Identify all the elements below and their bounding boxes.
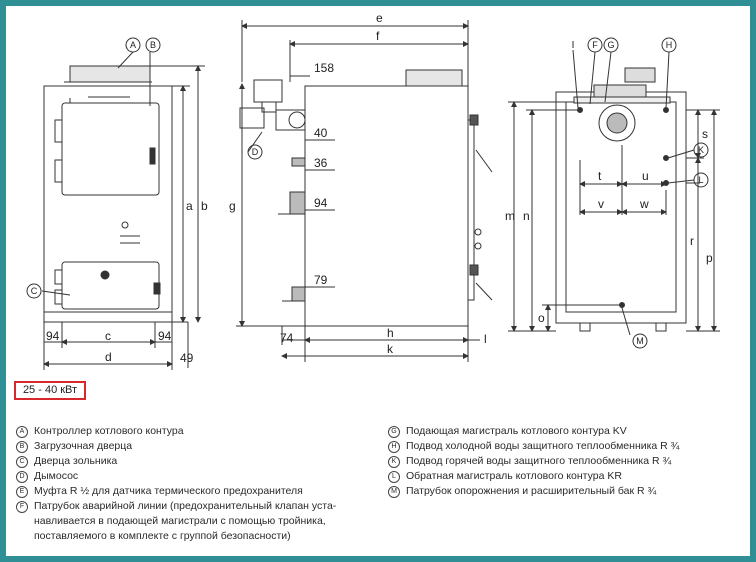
dim-40: 40: [314, 126, 328, 140]
callout-a-label: A: [130, 40, 136, 50]
legend-badge: E: [16, 486, 28, 498]
dim-p: p: [706, 251, 713, 265]
callout-k-label: K: [698, 145, 704, 155]
legend-badge: G: [388, 426, 400, 438]
rear-view: [508, 49, 720, 336]
legend-text: Патрубок аварийной линии (предохранитель…: [34, 500, 337, 512]
dim-79: 79: [314, 273, 328, 287]
side-view: [236, 20, 493, 362]
dim-w: w: [639, 197, 649, 211]
dim-t: t: [598, 169, 602, 183]
legend-item-g: G Подающая магистраль котлового контура K…: [388, 424, 679, 439]
legend-text: Патрубок опорожнения и расширительный ба…: [406, 485, 657, 497]
callout-f-label: F: [592, 40, 598, 50]
dim-c: c: [105, 329, 111, 343]
legend-text: Обратная магистраль котлового контура KR: [406, 470, 622, 482]
dim-s: s: [702, 127, 708, 141]
callout-l-label: L: [698, 175, 703, 185]
callout-m: [632, 333, 648, 349]
callout-m-label: M: [636, 336, 644, 346]
dim-a: a: [186, 199, 193, 213]
dim-o: o: [538, 311, 545, 325]
dim-94: 94: [314, 196, 328, 210]
legend-badge: L: [388, 471, 400, 483]
dim-u: u: [642, 169, 649, 183]
legend-badge: H: [388, 441, 400, 453]
dim-l: l: [484, 332, 487, 346]
legend-item-f: F Патрубок аварийной линии (предохранител…: [16, 499, 336, 514]
callout-b-label: B: [150, 40, 156, 50]
legend-text: Дымосос: [34, 470, 79, 482]
legend-text: Подвод горячей воды защитного теплообмен…: [406, 455, 672, 467]
callout-c-label: C: [31, 286, 38, 296]
callout-d-label: D: [252, 147, 259, 157]
callout-i-label: I: [572, 40, 575, 51]
dim-m: m: [505, 209, 515, 223]
callout-a: [125, 37, 141, 53]
legend-item-f-cont-2: поставляемого в комплекте с группой безо…: [34, 530, 291, 542]
dim-74: 74: [280, 331, 294, 345]
dim-n: n: [523, 209, 530, 223]
dim-h: h: [387, 326, 394, 340]
boiler-body-front: [43, 85, 173, 323]
legend-text: Подвод холодной воды защитного теплообме…: [406, 440, 680, 452]
callout-l: [693, 172, 709, 188]
legend-right: G Подающая магистраль котлового контура K…: [388, 424, 679, 499]
dim-e: e: [376, 11, 383, 25]
callout-d: [247, 144, 263, 160]
controller-box: [69, 65, 151, 83]
legend-badge: F: [16, 501, 28, 513]
legend-item-l: L Обратная магистраль котлового контура K…: [388, 469, 679, 484]
legend-item-b: B Загрузочная дверца: [16, 439, 336, 454]
callout-f: [587, 37, 603, 53]
dim-94-right: 94: [158, 329, 172, 343]
callout-b: [145, 37, 161, 53]
callout-g-label: G: [607, 40, 614, 50]
legend-text: Контроллер котлового контура: [34, 425, 184, 437]
legend-badge: A: [16, 426, 28, 438]
callout-h: [661, 37, 677, 53]
dim-r: r: [690, 234, 694, 248]
dim-g: g: [229, 199, 236, 213]
dim-158: 158: [314, 61, 334, 75]
legend-text: Дверца зольника: [34, 455, 118, 467]
legend-text: Муфта R ½ для датчика термического предо…: [34, 485, 303, 497]
boiler-body-side: [304, 85, 469, 327]
dim-k: k: [387, 342, 394, 356]
fan-housing: [598, 104, 636, 142]
legend-text: Подающая магистраль котлового контура KV: [406, 425, 627, 437]
flue-fan: [253, 79, 283, 103]
legend-item-k: K Подвод горячей воды защитного теплообме…: [388, 454, 679, 469]
legend-badge: B: [16, 441, 28, 453]
callout-h-label: H: [666, 40, 673, 50]
callout-g: [603, 37, 619, 53]
loading-door: [61, 102, 160, 196]
dim-v: v: [598, 197, 604, 211]
dim-36: 36: [314, 156, 328, 170]
dim-d: d: [105, 350, 112, 364]
legend-item-c: C Дверца зольника: [16, 454, 336, 469]
power-range-box: 25 - 40 кВт: [14, 381, 86, 400]
legend-badge: D: [16, 471, 28, 483]
legend-item-m: M Патрубок опорожнения и расширительный б…: [388, 484, 679, 499]
dim-f: f: [376, 29, 380, 43]
legend-badge: M: [388, 486, 400, 498]
dim-49: 49: [180, 351, 194, 365]
legend-left: A Контроллер котлового контура B Загрузочн…: [16, 424, 336, 544]
legend-item-d: D Дымосос: [16, 469, 336, 484]
dim-b: b: [201, 199, 208, 213]
legend-text: Загрузочная дверца: [34, 440, 133, 452]
legend-item-f-cont-1: навливается в подающей магистрали с помо…: [34, 515, 326, 527]
callout-k: [693, 142, 709, 158]
legend-item-h: H Подвод холодной воды защитного теплообм…: [388, 439, 679, 454]
legend-badge: C: [16, 456, 28, 468]
dim-94-left: 94: [46, 329, 60, 343]
ash-door: [61, 261, 160, 310]
legend-item-e: E Муфта R ½ для датчика термического пред…: [16, 484, 336, 499]
legend-badge: K: [388, 456, 400, 468]
legend-item-a: A Контроллер котлового контура: [16, 424, 336, 439]
callout-c: [26, 283, 42, 299]
front-view: [41, 51, 205, 370]
